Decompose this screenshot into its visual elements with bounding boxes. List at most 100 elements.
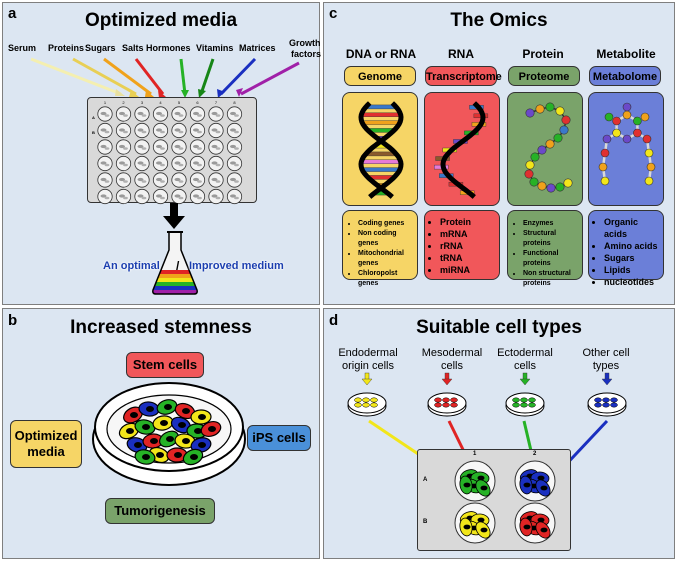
card-transcriptome — [424, 92, 500, 206]
atom — [602, 134, 612, 144]
plate-well — [514, 502, 556, 544]
well — [171, 188, 187, 205]
protein-chain-icon — [524, 102, 573, 193]
atom — [622, 102, 632, 112]
amino-acid — [555, 106, 565, 116]
list-item: Coding genes — [358, 219, 413, 229]
panel-d-title: Suitable cell types — [416, 317, 582, 338]
well — [189, 172, 206, 188]
plate-col-label: 4 — [159, 100, 162, 105]
ingredient-matrices: Matrices — [239, 43, 276, 53]
flask-icon — [152, 231, 198, 295]
list-item: Organic acids — [604, 216, 659, 240]
omics-header-transcriptome: RNA — [448, 47, 474, 61]
arrow-sugars — [103, 57, 152, 96]
helix-strand — [358, 101, 404, 199]
plate-row-label-b: B — [92, 130, 95, 135]
rna-strand-icon — [434, 101, 489, 199]
stem-cell — [134, 449, 156, 465]
list-item: rRNA — [440, 240, 495, 252]
atom — [644, 148, 654, 158]
well — [189, 188, 206, 205]
plate-col-label: 6 — [196, 100, 199, 105]
plate-col-label: 2 — [122, 100, 125, 105]
arrow-hormones — [179, 58, 187, 95]
atom — [644, 176, 654, 186]
plate-col-label: 3 — [141, 100, 144, 105]
list-genome: Coding genes Non coding genes Mitochondr… — [342, 210, 418, 287]
amino-acid — [561, 115, 571, 125]
list-item: Structural proteins — [523, 229, 578, 249]
omics-header-proteome: Protein — [522, 47, 564, 61]
list-proteome: Enzymes Structural proteins Functional p… — [507, 210, 583, 287]
card-metabolome — [588, 92, 664, 206]
well — [134, 106, 150, 122]
atom — [612, 116, 621, 126]
arrow-salts — [134, 58, 165, 95]
source-dish — [347, 392, 387, 417]
well — [208, 188, 224, 205]
small-down-arrow — [601, 372, 613, 386]
stem-cell — [190, 437, 212, 453]
well — [115, 122, 132, 139]
stem-cell — [156, 399, 178, 415]
ingredient-sugars: Sugars — [85, 43, 116, 53]
well — [171, 155, 187, 172]
stem-cell — [134, 419, 156, 435]
base-pair — [361, 159, 401, 164]
well — [208, 155, 224, 172]
plate-row-label-b: B — [423, 519, 428, 525]
base-pair — [361, 120, 401, 125]
panel-c-title: The Omics — [450, 10, 548, 31]
cell-type-other-line1: Other cell — [582, 347, 630, 359]
amino-acid — [563, 178, 573, 188]
small-down-arrow — [441, 372, 453, 386]
panel-b-letter: b — [8, 312, 18, 329]
well — [134, 155, 150, 172]
stem-cell — [182, 448, 204, 466]
ingredient-salts: Salts — [122, 43, 144, 53]
amino-acid — [555, 182, 565, 192]
panel-a-title: Optimized media — [84, 10, 238, 31]
well — [189, 106, 206, 122]
list-item: Lipids — [604, 264, 659, 276]
label-stem-cells: Stem cells — [126, 352, 204, 378]
well — [115, 188, 132, 205]
list-item: miRNA — [440, 264, 495, 276]
ingredient-proteins: Proteins — [48, 43, 85, 53]
well — [152, 155, 169, 172]
arrow-growth-factors — [240, 61, 300, 96]
list-metabolome: Organic acids Amino acids Sugars Lipids … — [588, 210, 664, 287]
well — [115, 155, 132, 172]
arrow-proteins — [72, 57, 137, 96]
ingredient-growth-factors-line2: factors — [291, 49, 322, 59]
source-dish — [587, 392, 627, 417]
list-item: Non coding genes — [358, 229, 413, 249]
atom — [600, 148, 610, 158]
card-proteome — [507, 92, 583, 206]
stem-cell — [159, 430, 179, 448]
arrow-matrices — [219, 57, 257, 96]
cell-type-mesodermal-line1: Mesodermal — [421, 347, 483, 359]
well — [115, 172, 132, 188]
panel-d: d Suitable cell types Endodermal origin … — [323, 308, 675, 559]
panel-b-title: Increased stemness — [70, 317, 252, 338]
stem-cell — [174, 402, 196, 420]
well — [208, 172, 224, 188]
four-well-plate-wells — [454, 460, 556, 544]
petri-dish-icon — [92, 382, 246, 486]
dna-helix-icon — [358, 101, 404, 199]
cell-type-ectodermal-line1: Ectodermal — [497, 347, 553, 359]
well — [97, 122, 113, 139]
ingredient-arrows — [30, 57, 300, 98]
source-dishes — [347, 372, 627, 474]
panel-c: c The Omics DNA or RNA RNA Protein Metab… — [323, 2, 675, 305]
arrow-serum — [30, 57, 122, 96]
stem-cell — [200, 420, 222, 438]
list-item: Sugars — [604, 252, 659, 264]
well — [152, 172, 169, 188]
list-transcriptome: Protein mRNA rRNA tRNA miRNA — [424, 210, 500, 280]
label-optimized-media-line1: Optimized — [14, 428, 78, 443]
cell-type-endodermal: Endodermal origin cells — [328, 347, 408, 373]
